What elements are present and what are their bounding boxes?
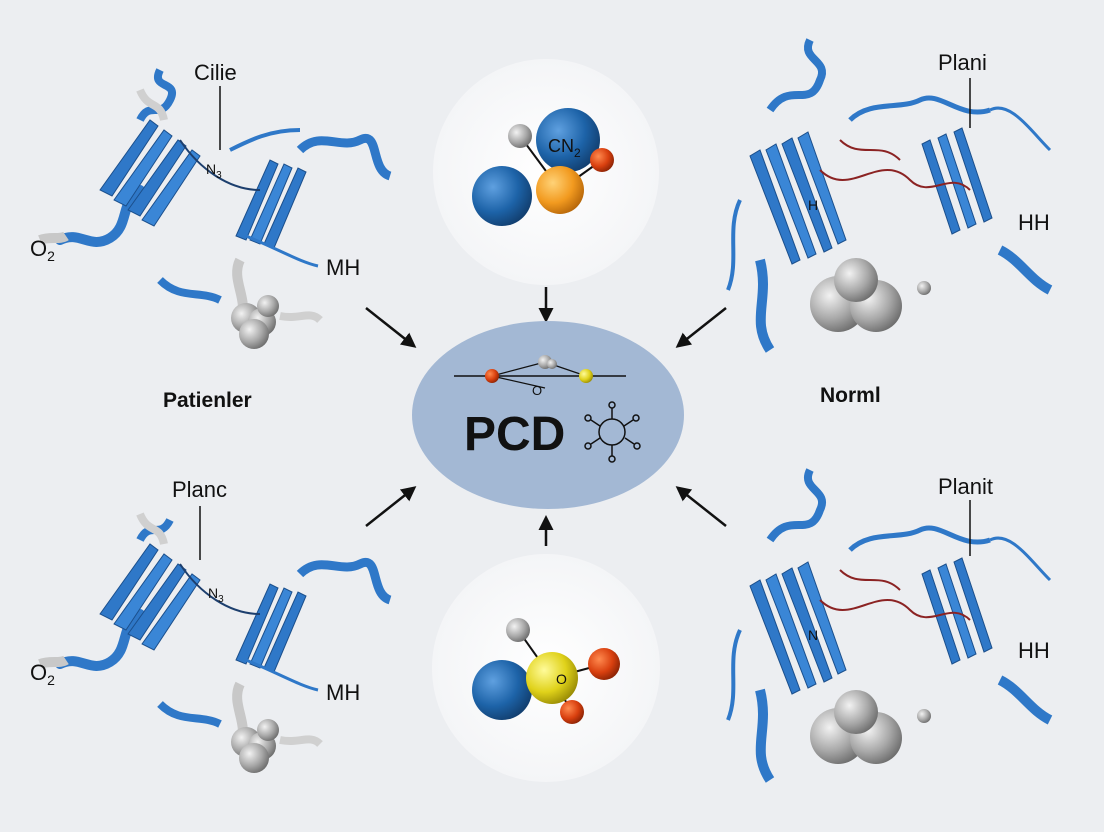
bottom-atom-yellow bbox=[526, 652, 578, 704]
top-atom-gray bbox=[508, 124, 532, 148]
protein-bottom-right-inner-label: N bbox=[808, 627, 818, 643]
arrow-bottom-left bbox=[365, 486, 417, 527]
top-atom-red bbox=[590, 148, 614, 172]
protein-top-left-inner-label: N3 bbox=[206, 161, 222, 181]
beta-sheet-left bbox=[99, 119, 201, 227]
protein-top-right: Plani H HH bbox=[726, 38, 1053, 353]
beta-sheet-right-a bbox=[749, 131, 847, 265]
protein-top-left-bottom-label: MH bbox=[326, 255, 360, 280]
pcd-atom-red bbox=[485, 369, 499, 383]
beta-sheet-right-2 bbox=[235, 583, 307, 673]
pcd-atom-gray-2 bbox=[547, 359, 557, 369]
protein-bottom-right-label: Planit bbox=[938, 474, 993, 499]
protein-bottom-left-inner-label: N3 bbox=[208, 585, 224, 605]
protein-top-left: Cilie N3 O2 MH bbox=[30, 60, 393, 349]
top-atom-orange bbox=[536, 166, 584, 214]
arrow-top-left bbox=[365, 307, 417, 348]
beta-sheet-left-2 bbox=[99, 543, 201, 651]
bottom-atom-red-upper bbox=[588, 648, 620, 680]
group-label-right: Norml bbox=[820, 384, 881, 407]
protein-bottom-right: Planit N HH bbox=[726, 468, 1053, 783]
top-atom-blue-large bbox=[472, 166, 532, 226]
top-atom-dark-blue bbox=[536, 108, 600, 172]
protein-bottom-left: Planc N3 O2 MH bbox=[30, 477, 393, 773]
arrow-bottom-right bbox=[675, 486, 727, 527]
pcd-label: PCD bbox=[464, 408, 565, 461]
beta-sheet-right-d bbox=[921, 557, 993, 665]
gray-sphere-cluster-4 bbox=[810, 690, 931, 764]
gray-sphere-cluster-2 bbox=[231, 719, 279, 773]
protein-top-right-inner-label: H bbox=[808, 197, 818, 213]
gray-sphere-cluster bbox=[231, 295, 279, 349]
bottom-atom-blue bbox=[472, 660, 532, 720]
arrow-top-right bbox=[675, 307, 727, 348]
pcd-molecule-label: O bbox=[532, 383, 542, 398]
top-molecule: CN2 bbox=[433, 59, 659, 285]
pcd-molecule: O bbox=[454, 355, 626, 398]
beta-sheet-right bbox=[235, 159, 307, 249]
protein-bottom-left-side-label: O2 bbox=[30, 660, 55, 688]
pcd-atom-yellow bbox=[579, 369, 593, 383]
bottom-atom-gray bbox=[506, 618, 530, 642]
gray-sphere-cluster-3 bbox=[810, 258, 931, 332]
protein-top-left-side-label: O2 bbox=[30, 236, 55, 264]
arrows bbox=[365, 287, 727, 546]
protein-bottom-left-label: Planc bbox=[172, 477, 227, 502]
top-molecule-label: CN2 bbox=[548, 136, 581, 160]
protein-bottom-right-side-label: HH bbox=[1018, 638, 1050, 663]
bottom-atom-red-lower bbox=[560, 700, 584, 724]
protein-bottom-left-bottom-label: MH bbox=[326, 680, 360, 705]
bottom-molecule: O bbox=[432, 554, 660, 782]
pcd-ellipse bbox=[412, 321, 684, 509]
protein-top-right-label: Plani bbox=[938, 50, 987, 75]
beta-sheet-right-b bbox=[921, 127, 993, 235]
bottom-molecule-label: O bbox=[556, 671, 567, 687]
beta-sheet-right-c bbox=[749, 561, 847, 695]
group-label-left: Patienler bbox=[163, 389, 252, 412]
protein-top-left-label: Cilie bbox=[194, 60, 237, 85]
protein-top-right-side-label: HH bbox=[1018, 210, 1050, 235]
pcd-node: O PCD bbox=[412, 321, 684, 509]
pcd-ring-icon bbox=[584, 401, 641, 463]
